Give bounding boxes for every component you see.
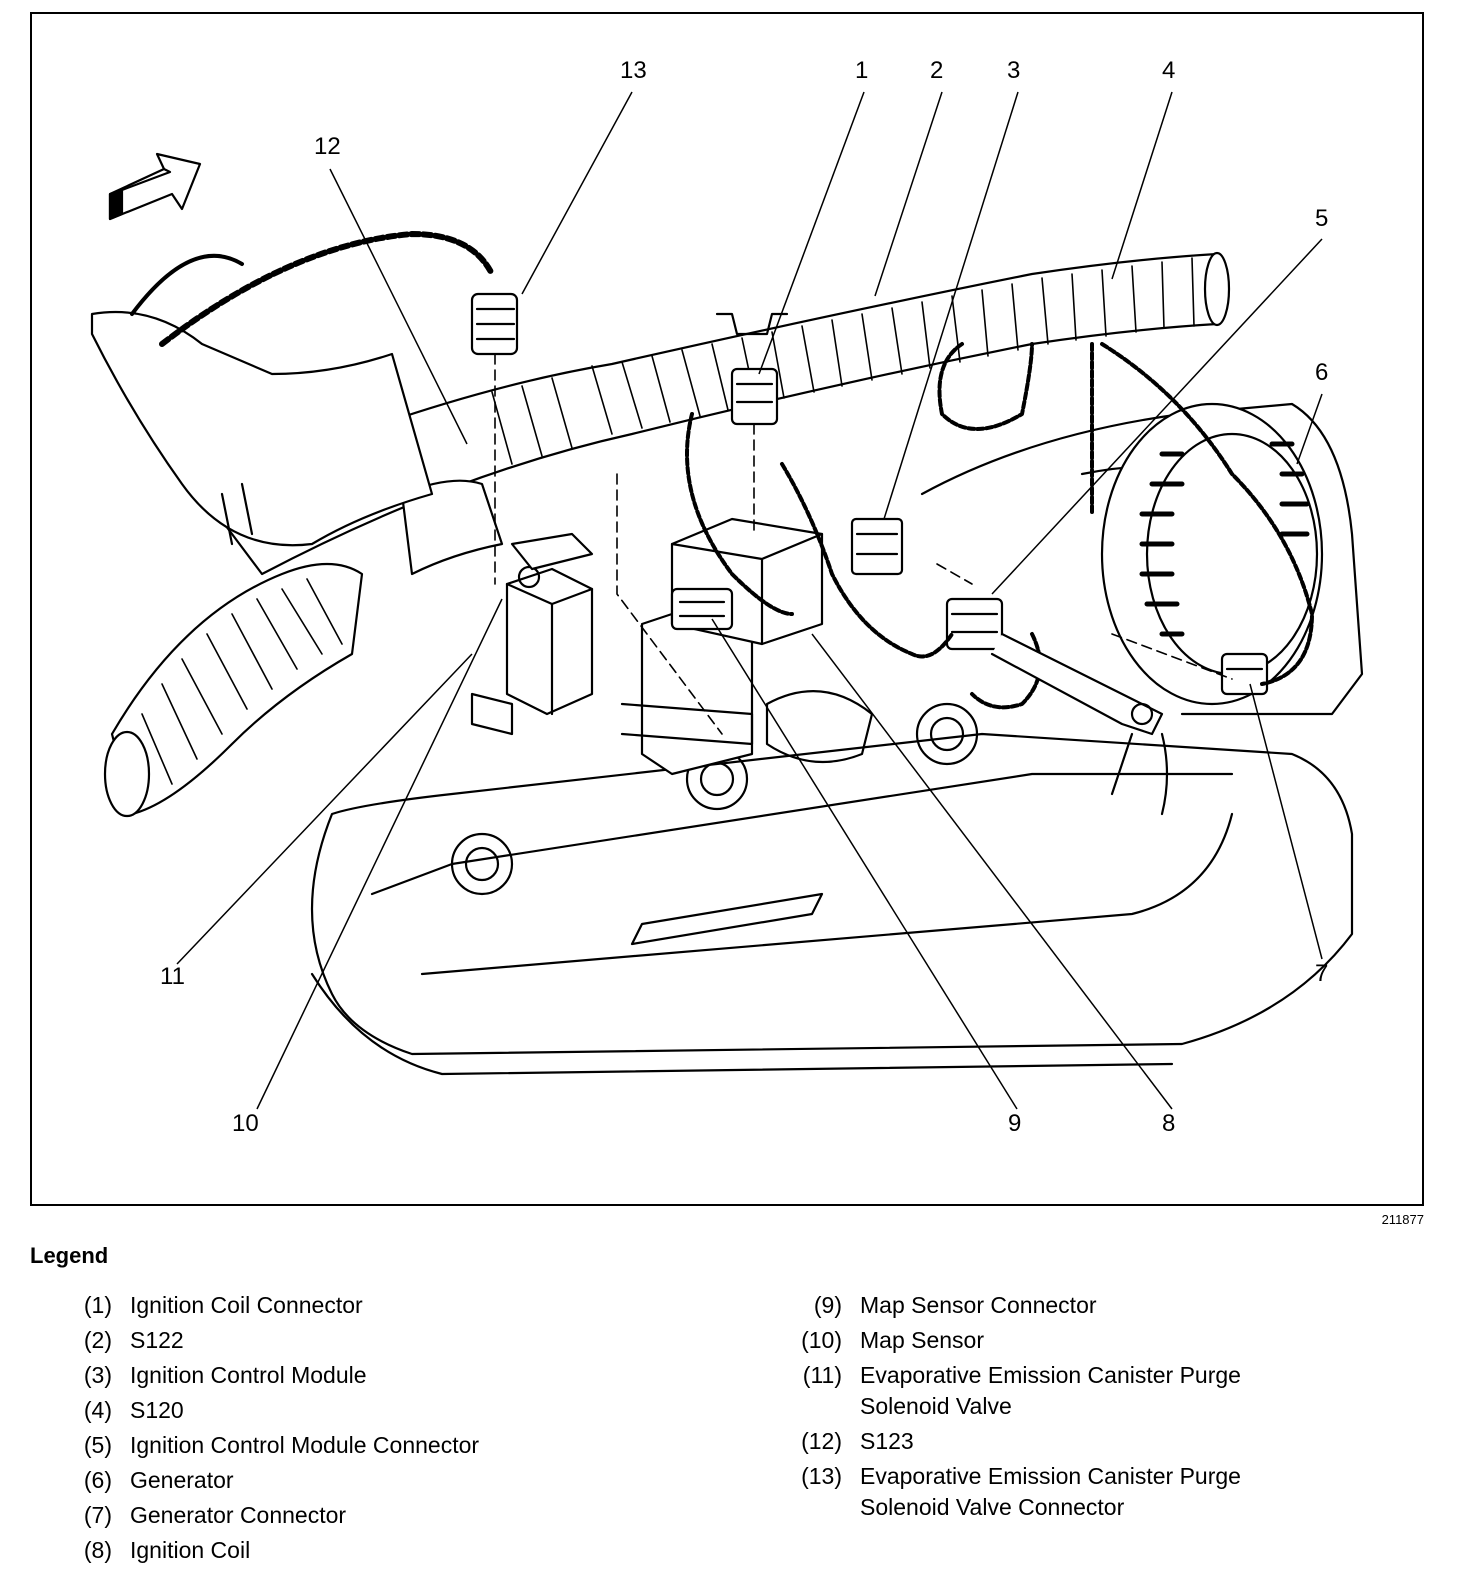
legend-item: (9) Map Sensor Connector: [730, 1290, 1460, 1321]
legend-text: Map Sensor: [860, 1327, 985, 1353]
legend-number: (2): [83, 1327, 112, 1353]
ignition-control-module-connector: [945, 597, 1004, 651]
legend-number: (1): [83, 1292, 112, 1318]
callout-7: 7: [1315, 960, 1328, 987]
figure-id: 211877: [1381, 1212, 1424, 1227]
legend-item: (3) Ignition Control Module: [0, 1360, 760, 1391]
purge-valve-connector: [470, 292, 519, 356]
map-sensor-connector: [670, 587, 734, 631]
legend-text: S120: [130, 1397, 184, 1423]
callout-leaders: [176, 91, 1323, 1110]
legend-number: (4): [83, 1397, 112, 1423]
legend-item: (11) Evaporative Emission Canister Purge …: [730, 1360, 1460, 1422]
callout-9: 9: [1008, 1110, 1021, 1137]
callout-4: 4: [1162, 57, 1175, 84]
legend-number: (5): [83, 1432, 112, 1458]
legend-text: Evaporative Emission Canister Purge Sole…: [860, 1463, 1241, 1520]
legend-number: (3): [83, 1362, 112, 1388]
legend-item: (13) Evaporative Emission Canister Purge …: [730, 1461, 1460, 1523]
callout-8: 8: [1162, 1110, 1175, 1137]
generator: [1100, 402, 1324, 706]
engine-wiring-diagram: 1 2 3 4 5 6 7 8 9 10 11 12 13: [90, 57, 1364, 1137]
legend-number: (6): [83, 1467, 112, 1493]
legend-number: (13): [801, 1463, 842, 1489]
purge-solenoid-valve: [470, 565, 594, 736]
legend-text: Ignition Coil Connector: [130, 1292, 363, 1318]
callout-2: 2: [930, 57, 943, 84]
legend-item: (6) Generator: [0, 1465, 760, 1496]
legend-item: (12) S123: [730, 1426, 1460, 1457]
callout-12: 12: [314, 133, 341, 160]
legend-number: (9): [813, 1292, 842, 1318]
legend-text: S122: [130, 1327, 184, 1353]
legend-text: Ignition Control Module Connector: [130, 1432, 480, 1458]
legend-text: Generator Connector: [130, 1502, 347, 1528]
legend-number: (8): [83, 1537, 112, 1563]
direction-arrow-icon: [108, 152, 202, 221]
figure-frame: 1 2 3 4 5 6 7 8 9 10 11 12 13: [30, 12, 1424, 1206]
legend-item: (2) S122: [0, 1325, 760, 1356]
legend-number: (10): [801, 1327, 842, 1353]
callout-5: 5: [1315, 205, 1328, 232]
legend-item: (1) Ignition Coil Connector: [0, 1290, 760, 1321]
legend-text: Ignition Control Module: [130, 1362, 367, 1388]
callout-10: 10: [232, 1110, 259, 1137]
callout-labels: 1 2 3 4 5 6 7 8 9 10 11 12 13: [160, 57, 1328, 1137]
legend-text: Map Sensor Connector: [860, 1292, 1097, 1318]
callout-13: 13: [620, 57, 647, 84]
legend-item: (7) Generator Connector: [0, 1500, 760, 1531]
legend-column-left: (1) Ignition Coil Connector (2) S122 (3) Ig…: [0, 1290, 760, 1570]
generator-connector: [1220, 652, 1269, 696]
legend-number: (7): [83, 1502, 112, 1528]
legend-column-right: (9) Map Sensor Connector (10) Map Sensor (…: [730, 1290, 1460, 1527]
callout-1: 1: [855, 57, 868, 84]
legend-text: S123: [860, 1428, 914, 1454]
wiring-harness-lower: [103, 562, 364, 818]
legend-number: (11): [802, 1362, 842, 1388]
legend-item: (4) S120: [0, 1395, 760, 1426]
legend-text: Evaporative Emission Canister Purge Sole…: [860, 1362, 1241, 1419]
legend-item: (5) Ignition Control Module Connector: [0, 1430, 760, 1461]
callout-3: 3: [1007, 57, 1020, 84]
legend-title: Legend: [30, 1243, 109, 1268]
legend-item: (8) Ignition Coil: [0, 1535, 760, 1566]
legend-text: Generator: [130, 1467, 234, 1493]
callout-6: 6: [1315, 359, 1328, 386]
legend-item: (10) Map Sensor: [730, 1325, 1460, 1356]
legend-number: (12): [801, 1428, 842, 1454]
callout-11: 11: [160, 963, 185, 990]
legend-text: Ignition Coil: [130, 1537, 251, 1563]
valve-cover: [310, 690, 1354, 1076]
